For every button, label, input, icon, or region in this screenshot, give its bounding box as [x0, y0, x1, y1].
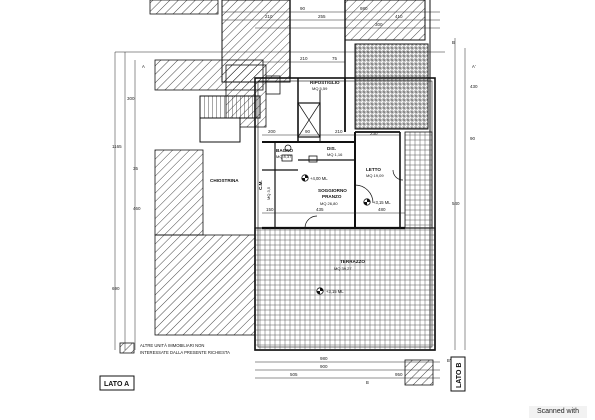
dim-top-c: 255: [318, 14, 326, 19]
section-markers: A A' B B B': [142, 40, 476, 385]
room-terrazzo-area: MQ 39,27: [334, 266, 352, 271]
dim-row2-b: 75: [332, 56, 338, 61]
room-pranzo-name: PRANZO: [322, 194, 342, 199]
dim-mid-c: 210: [335, 129, 343, 134]
dim-top-a: 90: [300, 6, 306, 11]
roof-grid-area: [354, 43, 429, 130]
dim-bottom-a: 980: [320, 356, 328, 361]
dim-mid-a: 200: [268, 129, 276, 134]
side-labels: LATO A LATO B: [99, 356, 466, 392]
level-soggiorno: +4,00 ML: [310, 176, 328, 181]
legend-line-1: ALTRE UNITÀ IMMOBILIARI NON: [140, 343, 204, 348]
section-b-bottom: B: [366, 380, 369, 385]
dim-letto-w: 230: [370, 131, 378, 136]
section-b-right: B': [447, 358, 451, 363]
legend-hatch-swatch: [119, 342, 135, 354]
dimension-labels: 90 980 210 255 410 300 210 75 200 90 210…: [112, 6, 478, 377]
dim-low-c: 480: [378, 207, 386, 212]
bathroom-fixtures: [265, 75, 318, 163]
level-terrazzo: +3,15 ML: [326, 289, 344, 294]
dim-top-e: 300: [375, 22, 383, 27]
scan-watermark: Scanned with: [528, 406, 587, 418]
door-swings: [304, 169, 404, 229]
room-soggiorno-name: SOGGIORNO: [318, 188, 347, 193]
room-letto-name: LETTO: [366, 167, 381, 172]
dim-left-e: 460: [133, 206, 141, 211]
room-ripostiglio-area: MQ 5,59: [312, 86, 328, 91]
dim-low-a: 150: [266, 207, 274, 212]
room-soggiorno-area: MQ 26,80: [320, 201, 338, 206]
dim-top-total: 980: [360, 6, 368, 11]
level-letto: +3,15 ML: [373, 200, 391, 205]
room-cm-name: C.M.: [258, 180, 263, 190]
terrace-edge-strip: [404, 131, 433, 229]
section-a-top: A: [142, 64, 145, 69]
dim-left-d: 35: [133, 166, 139, 171]
room-ripostiglio-name: RIPOSTIGLIO: [310, 80, 340, 85]
stair-block: [199, 95, 261, 143]
dim-top-b: 210: [265, 14, 273, 19]
elevator-shaft: [297, 102, 321, 138]
dim-bottom-d: 505: [290, 372, 298, 377]
room-bagno-name: BAGNO: [276, 148, 294, 153]
room-labels: RIPOSTIGLIO MQ 5,59 BAGNO MQ 8,37 DIS. M…: [210, 80, 384, 271]
dim-right-c: 540: [452, 201, 460, 206]
side-label-lato-b: LATO B: [456, 363, 463, 388]
dim-left-c: 300: [127, 96, 135, 101]
level-markers: +4,00 ML +3,15 ML +3,15 ML: [301, 174, 391, 295]
section-a-right: A': [472, 64, 476, 69]
dim-row2-a: 210: [300, 56, 308, 61]
dim-right-a: 430: [470, 84, 478, 89]
room-bagno-area: MQ 8,37: [276, 154, 292, 159]
dim-bottom-b: 900: [320, 364, 328, 369]
room-letto-area: MQ 19,09: [366, 173, 384, 178]
dim-top-d: 410: [395, 14, 403, 19]
dim-right-b: 90: [470, 136, 476, 141]
legend: ALTRE UNITÀ IMMOBILIARI NON INTERESSATE …: [119, 342, 230, 355]
room-terrazzo-name: TERRAZZO: [340, 259, 365, 264]
dim-low-b: 435: [316, 207, 324, 212]
legend-line-2: INTERESSATE DALLA PRESENTE RICHIESTA: [140, 350, 230, 355]
dim-left-a: 1165: [112, 144, 122, 149]
room-dis-area: MQ 1,16: [327, 152, 343, 157]
side-label-lato-a: LATO A: [104, 381, 129, 388]
room-chiostrina-name: CHIOSTRINA: [210, 178, 239, 183]
room-cm-area: MQ 3,5: [266, 186, 271, 200]
dim-mid-b: 90: [305, 129, 311, 134]
dim-bottom-c: 950: [395, 372, 403, 377]
room-dis-name: DIS.: [327, 146, 336, 151]
dim-left-b: 690: [112, 286, 120, 291]
dimension-lines: [114, 11, 466, 379]
section-b-top: B: [452, 40, 455, 45]
terrace-grid: [254, 227, 436, 351]
